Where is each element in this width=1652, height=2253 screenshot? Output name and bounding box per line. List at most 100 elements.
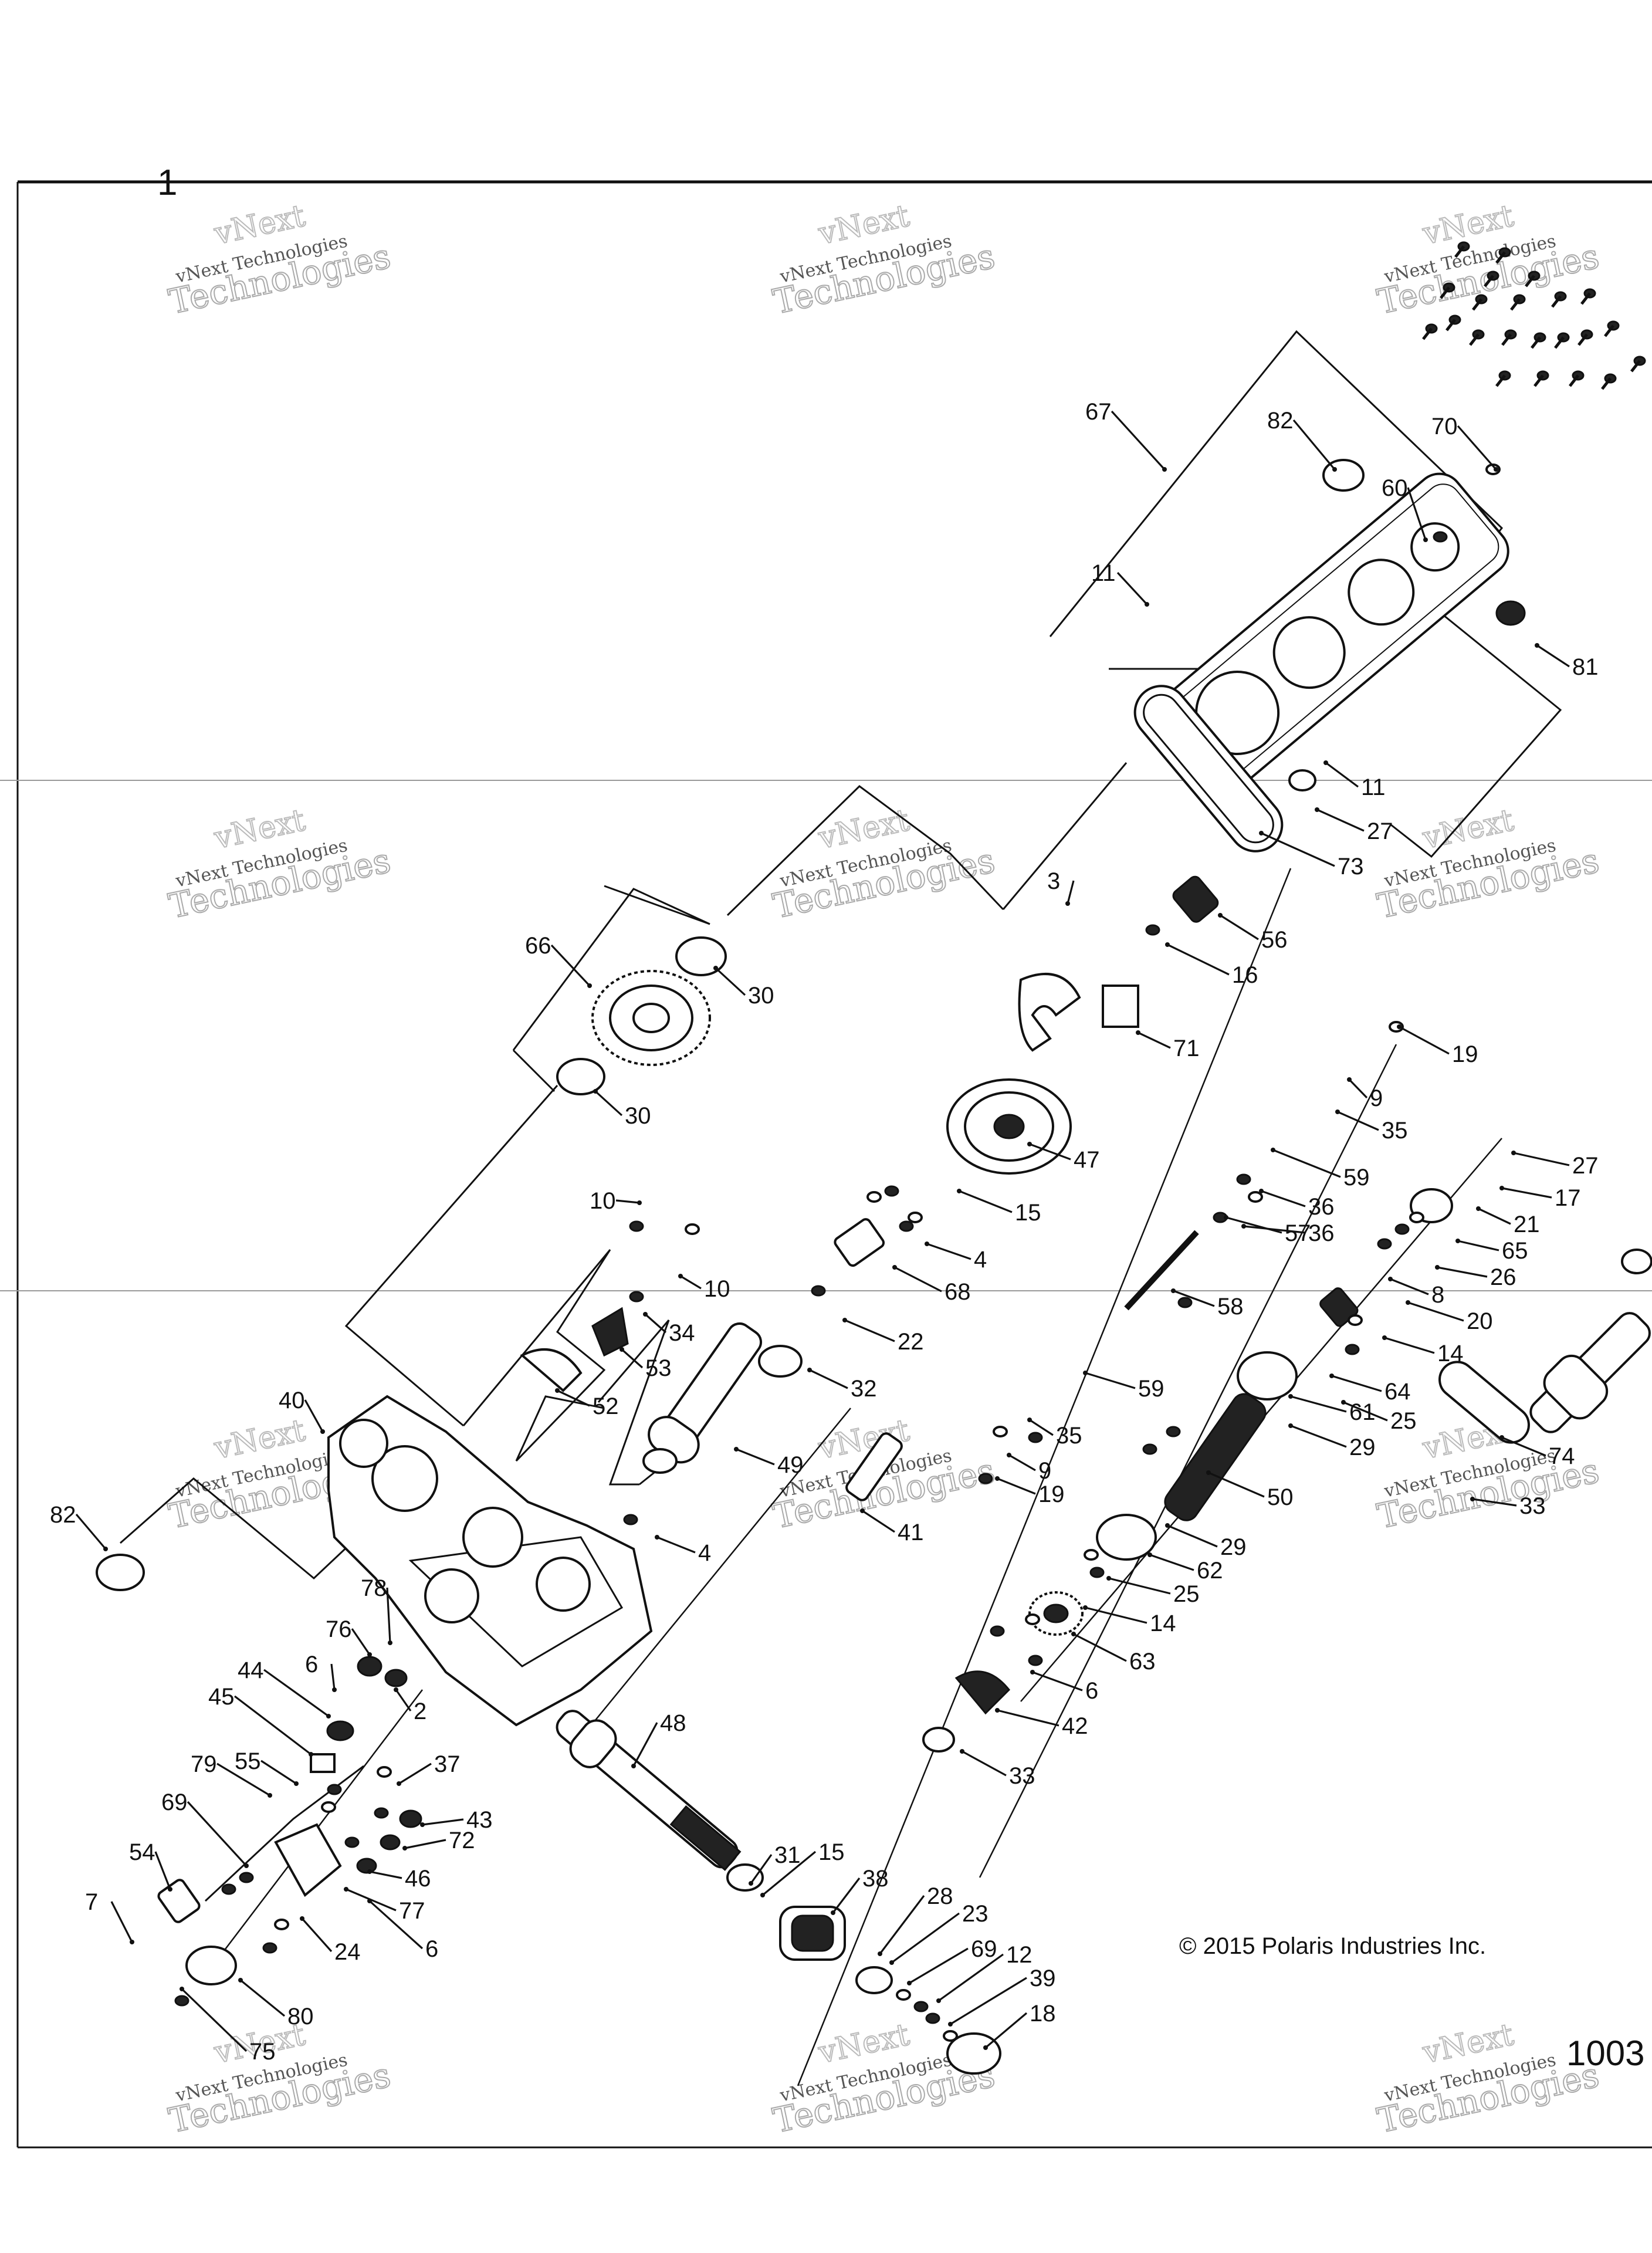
- leader-arrowhead-73: [309, 1752, 313, 1757]
- callout-label-52: 52: [593, 1393, 619, 1419]
- callout-label-11: 11: [1091, 560, 1116, 586]
- callout-label-64: 64: [1384, 1379, 1411, 1405]
- callout-label-30: 30: [748, 983, 774, 1009]
- leader-arrowhead-58: [860, 1508, 865, 1513]
- part-80: [946, 2032, 1001, 2075]
- leader-arrowhead-80: [420, 1822, 425, 1827]
- leader-line-40: [1384, 1337, 1435, 1354]
- leader-arrowhead-71: [631, 1764, 636, 1768]
- small-part-8: [811, 1285, 826, 1297]
- shift-fork: [1018, 973, 1139, 1052]
- callout-label-71: 71: [1173, 1036, 1200, 1061]
- leader-arrowhead-11: [1218, 913, 1223, 918]
- leader-line-47: [1290, 1395, 1347, 1413]
- leader-line-51: [736, 1448, 775, 1466]
- small-part-37: [377, 1766, 392, 1778]
- small-part-12: [1236, 1173, 1251, 1185]
- callout-label-17: 17: [1555, 1185, 1581, 1211]
- leader-arrowhead-56: [320, 1429, 325, 1434]
- callout-label-70: 70: [1431, 414, 1458, 439]
- gear-61: [1237, 1351, 1298, 1400]
- bolt-12: [1531, 332, 1546, 349]
- part-76: [357, 1656, 382, 1677]
- bolt-13: [1554, 332, 1570, 349]
- small-part-15: [1177, 1297, 1193, 1308]
- leader-arrowhead-32: [925, 1241, 929, 1246]
- leader-line-55: [1472, 1498, 1517, 1507]
- part-44: [326, 1720, 354, 1741]
- leader-line-1: [1292, 419, 1336, 471]
- small-part-41: [262, 1942, 277, 1954]
- leader-line-23: [1261, 1190, 1306, 1207]
- leader-line-7: [1325, 762, 1359, 788]
- callout-label-10: 10: [590, 1188, 616, 1214]
- leader-line-72: [997, 1709, 1059, 1727]
- leader-line-37: [680, 1275, 702, 1290]
- callout-label-4: 4: [974, 1247, 987, 1273]
- leader-arrowhead-91: [936, 1998, 941, 2003]
- leader-arrowhead-18: [1347, 1077, 1352, 1082]
- leader-line-85: [369, 1870, 402, 1879]
- page-frame: [0, 180, 1652, 2149]
- bolt-17: [1601, 373, 1617, 390]
- callout-label-36: 36: [1308, 1220, 1335, 1246]
- callout-label-56: 56: [1261, 927, 1288, 953]
- leader-line-74: [962, 1750, 1007, 1777]
- leader-arrowhead-46: [555, 1388, 560, 1393]
- leader-line-6: [1536, 644, 1570, 668]
- small-part-11: [629, 1291, 644, 1303]
- callout-label-82: 82: [1267, 408, 1294, 434]
- leader-arrowhead-8: [1259, 831, 1264, 835]
- part-72: [380, 1834, 401, 1851]
- callout-label-18: 18: [1030, 2001, 1056, 2027]
- callout-label-63: 63: [1129, 1649, 1156, 1674]
- leader-line-21: [1029, 1143, 1071, 1161]
- callout-label-81: 81: [1572, 654, 1599, 680]
- callout-label-76: 76: [326, 1616, 352, 1642]
- bolt-8: [1580, 288, 1596, 305]
- leader-line-9: [1316, 808, 1365, 832]
- leader-line-97: [181, 1988, 248, 2052]
- small-part-24: [623, 1514, 638, 1525]
- callout-label-78: 78: [361, 1575, 387, 1601]
- callout-label-40: 40: [279, 1388, 305, 1413]
- leader-line-53: [1208, 1471, 1265, 1498]
- seal-82-left: [96, 1554, 145, 1591]
- leader-arrowhead-36: [1406, 1300, 1410, 1305]
- callout-label-65: 65: [1502, 1238, 1528, 1264]
- leader-line-30: [1437, 1266, 1488, 1278]
- leader-arrowhead-69: [1030, 1670, 1035, 1674]
- leader-line-18: [1348, 1078, 1368, 1099]
- callout-label-53: 53: [645, 1355, 672, 1381]
- leader-line-50: [1290, 1425, 1347, 1448]
- plug-81: [1495, 600, 1526, 626]
- small-part-6: [899, 1220, 914, 1232]
- leader-line-2: [1457, 425, 1497, 471]
- leader-line-96: [239, 1979, 286, 2017]
- leader-arrowhead-88: [130, 1940, 134, 1944]
- callout-label-8: 8: [1431, 1282, 1444, 1308]
- small-part-28: [1084, 1549, 1099, 1561]
- leader-arrowhead-89: [344, 1887, 348, 1892]
- leader-line-62: [1108, 1577, 1171, 1595]
- callout-label-29: 29: [1220, 1534, 1247, 1560]
- copyright-notice: © 2015 Polaris Industries Inc.: [1179, 1933, 1486, 1959]
- leader-line-82: [404, 1839, 446, 1849]
- leader-line-28: [1478, 1207, 1511, 1225]
- callout-label-80: 80: [287, 2004, 314, 2029]
- part-39: [274, 1823, 342, 1897]
- leader-arrowhead-43: [807, 1368, 812, 1372]
- callout-label-9: 9: [1038, 1458, 1051, 1484]
- small-part-46: [943, 2030, 958, 2042]
- leader-arrowhead-92: [300, 1916, 304, 1921]
- small-part-27: [1166, 1426, 1181, 1437]
- leader-line-90: [909, 1947, 969, 1984]
- leader-line-76: [398, 1763, 432, 1785]
- leader-line-77: [216, 1763, 270, 1797]
- part-52: [520, 1348, 583, 1392]
- small-part-30: [990, 1625, 1005, 1637]
- leader-line-5: [1116, 571, 1148, 605]
